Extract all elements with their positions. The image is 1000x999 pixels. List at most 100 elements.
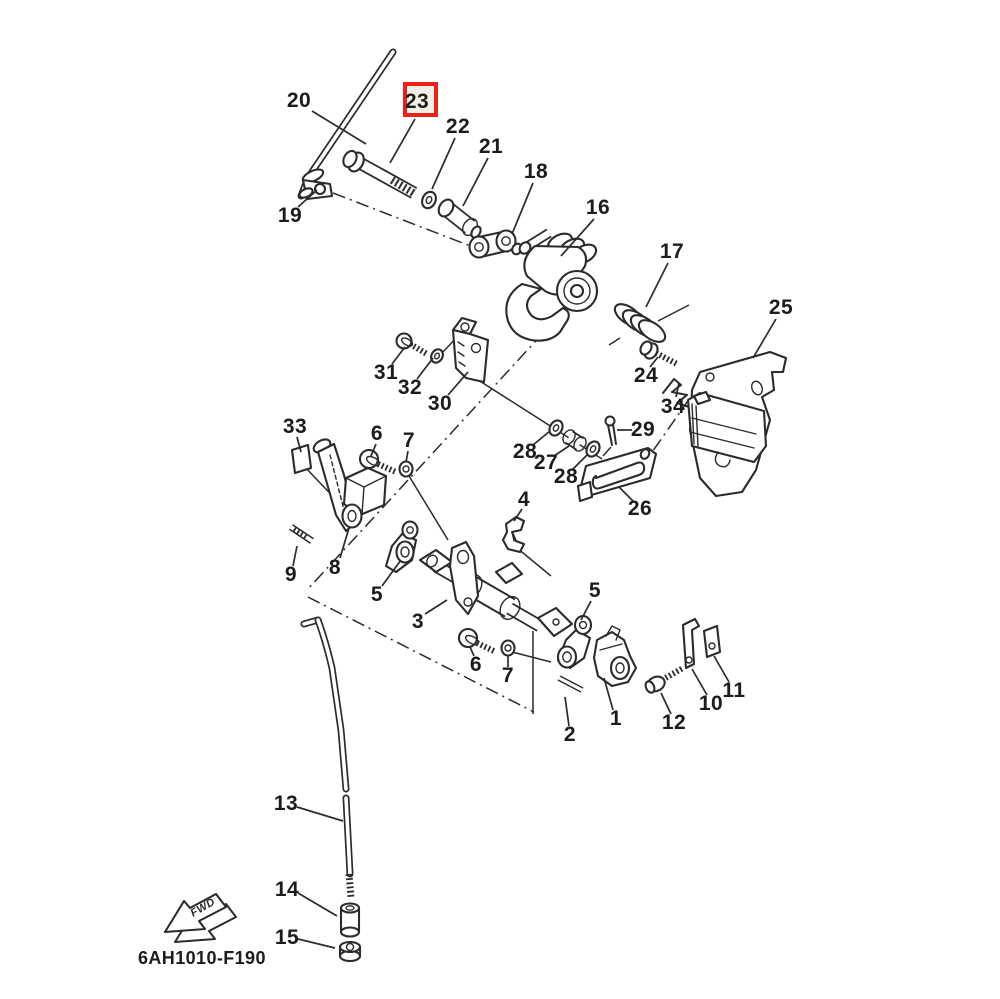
part-26-drawing <box>576 446 658 503</box>
part-32-drawing <box>430 348 444 364</box>
construction-lines <box>303 192 705 714</box>
leader-line-1 <box>603 677 614 711</box>
part-label-10: 10 <box>698 692 724 715</box>
part-11-drawing <box>702 624 722 659</box>
part-6-lower-drawing <box>457 627 498 655</box>
leader-line-17 <box>645 262 669 308</box>
part-label-33: 33 <box>282 415 308 438</box>
part-18-drawing <box>468 229 523 259</box>
leader-line-12 <box>660 692 672 715</box>
part-12-drawing <box>644 665 685 694</box>
leader-line-5 <box>580 600 592 621</box>
part-label-28: 28 <box>512 440 538 463</box>
part-23-drawing <box>342 149 418 199</box>
part-label-23-highlighted: 23 <box>404 90 430 113</box>
leader-line-6 <box>469 646 475 657</box>
leader-line-4 <box>513 508 523 522</box>
leader-line-16 <box>560 218 595 257</box>
leader-line-21 <box>462 157 489 207</box>
part-label-21: 21 <box>478 135 504 158</box>
part-14-drawing <box>339 902 361 938</box>
leader-line-7 <box>405 450 409 463</box>
leader-line-30 <box>447 371 469 396</box>
leader-line-26 <box>618 486 635 503</box>
part-5-right-drawing <box>556 614 593 670</box>
part-29-drawing <box>604 415 617 446</box>
part-7-upper-drawing <box>398 460 414 478</box>
part-7-lower-drawing <box>500 639 516 657</box>
highlighted-part-callout[interactable] <box>403 82 438 117</box>
part-label-1: 1 <box>609 707 623 730</box>
part-label-16: 16 <box>585 196 611 219</box>
part-24-drawing <box>639 340 679 367</box>
part-33-drawing <box>290 443 313 475</box>
part-label-6: 6 <box>370 422 384 445</box>
diagram-code: 6AH1010-F190 <box>138 948 266 968</box>
part-22-drawing <box>421 190 437 210</box>
part-label-25: 25 <box>768 296 794 319</box>
part-21-drawing <box>437 198 482 239</box>
part-2-drawing <box>557 675 584 693</box>
part-13-drawing <box>300 616 355 898</box>
leader-line-5 <box>381 559 402 587</box>
part-label-29: 29 <box>630 418 656 441</box>
part-label-2: 2 <box>563 723 577 746</box>
leader-line-2 <box>564 696 570 727</box>
part-28a-drawing <box>548 419 564 437</box>
part-label-8: 8 <box>328 556 342 579</box>
part-label-7: 7 <box>501 664 515 687</box>
part-label-7: 7 <box>402 429 416 452</box>
part-label-31: 31 <box>373 361 399 384</box>
part-label-13: 13 <box>273 792 299 815</box>
part-label-22: 22 <box>445 115 471 138</box>
part-8-drawing <box>341 466 388 529</box>
part-label-9: 9 <box>284 563 298 586</box>
leader-line-18 <box>511 182 534 235</box>
fwd-arrow-icon: FWD <box>163 892 237 943</box>
part-9-drawing <box>289 524 314 544</box>
part-25-drawing <box>686 350 788 498</box>
leader-line-32 <box>416 357 434 380</box>
part-31-drawing <box>395 332 429 357</box>
part-label-6: 6 <box>469 653 483 676</box>
leader-line-8 <box>339 527 350 559</box>
leader-lines <box>292 110 777 949</box>
leader-line-33 <box>296 436 302 453</box>
leader-line-13 <box>296 806 344 822</box>
part-10-drawing <box>681 617 701 670</box>
leader-line-25 <box>752 318 777 359</box>
leader-line-15 <box>297 938 336 949</box>
part-27-drawing <box>562 429 587 452</box>
part-1-drawing <box>592 625 638 688</box>
leader-line-9 <box>292 545 298 567</box>
leader-line-28 <box>572 453 589 470</box>
part-label-24: 24 <box>633 364 659 387</box>
part-16-drawing <box>505 228 599 342</box>
part-label-5: 5 <box>588 579 602 602</box>
leader-line-28 <box>532 430 551 446</box>
part-17-drawing <box>608 303 690 346</box>
part-label-19: 19 <box>277 204 303 227</box>
leader-line-14 <box>297 892 338 917</box>
part-28b-drawing <box>585 440 601 458</box>
leader-line-34 <box>675 382 680 398</box>
part-label-34: 34 <box>660 395 686 418</box>
part-19-drawing <box>298 168 334 201</box>
leader-line-27 <box>553 445 570 457</box>
part-3-drawing <box>418 540 574 638</box>
leader-line-31 <box>391 346 406 365</box>
leader-line-10 <box>691 668 708 696</box>
part-label-20: 20 <box>286 89 312 112</box>
part-label-17: 17 <box>659 240 685 263</box>
part-34-drawing <box>662 378 693 409</box>
part-label-5: 5 <box>370 583 384 606</box>
part-5-left-drawing <box>384 520 419 574</box>
part-15-drawing <box>338 940 362 963</box>
part-label-3: 3 <box>411 610 425 633</box>
leader-line-19 <box>297 189 318 208</box>
part-6-upper-drawing <box>358 448 398 475</box>
part-label-32: 32 <box>397 376 423 399</box>
part-label-4: 4 <box>517 488 531 511</box>
